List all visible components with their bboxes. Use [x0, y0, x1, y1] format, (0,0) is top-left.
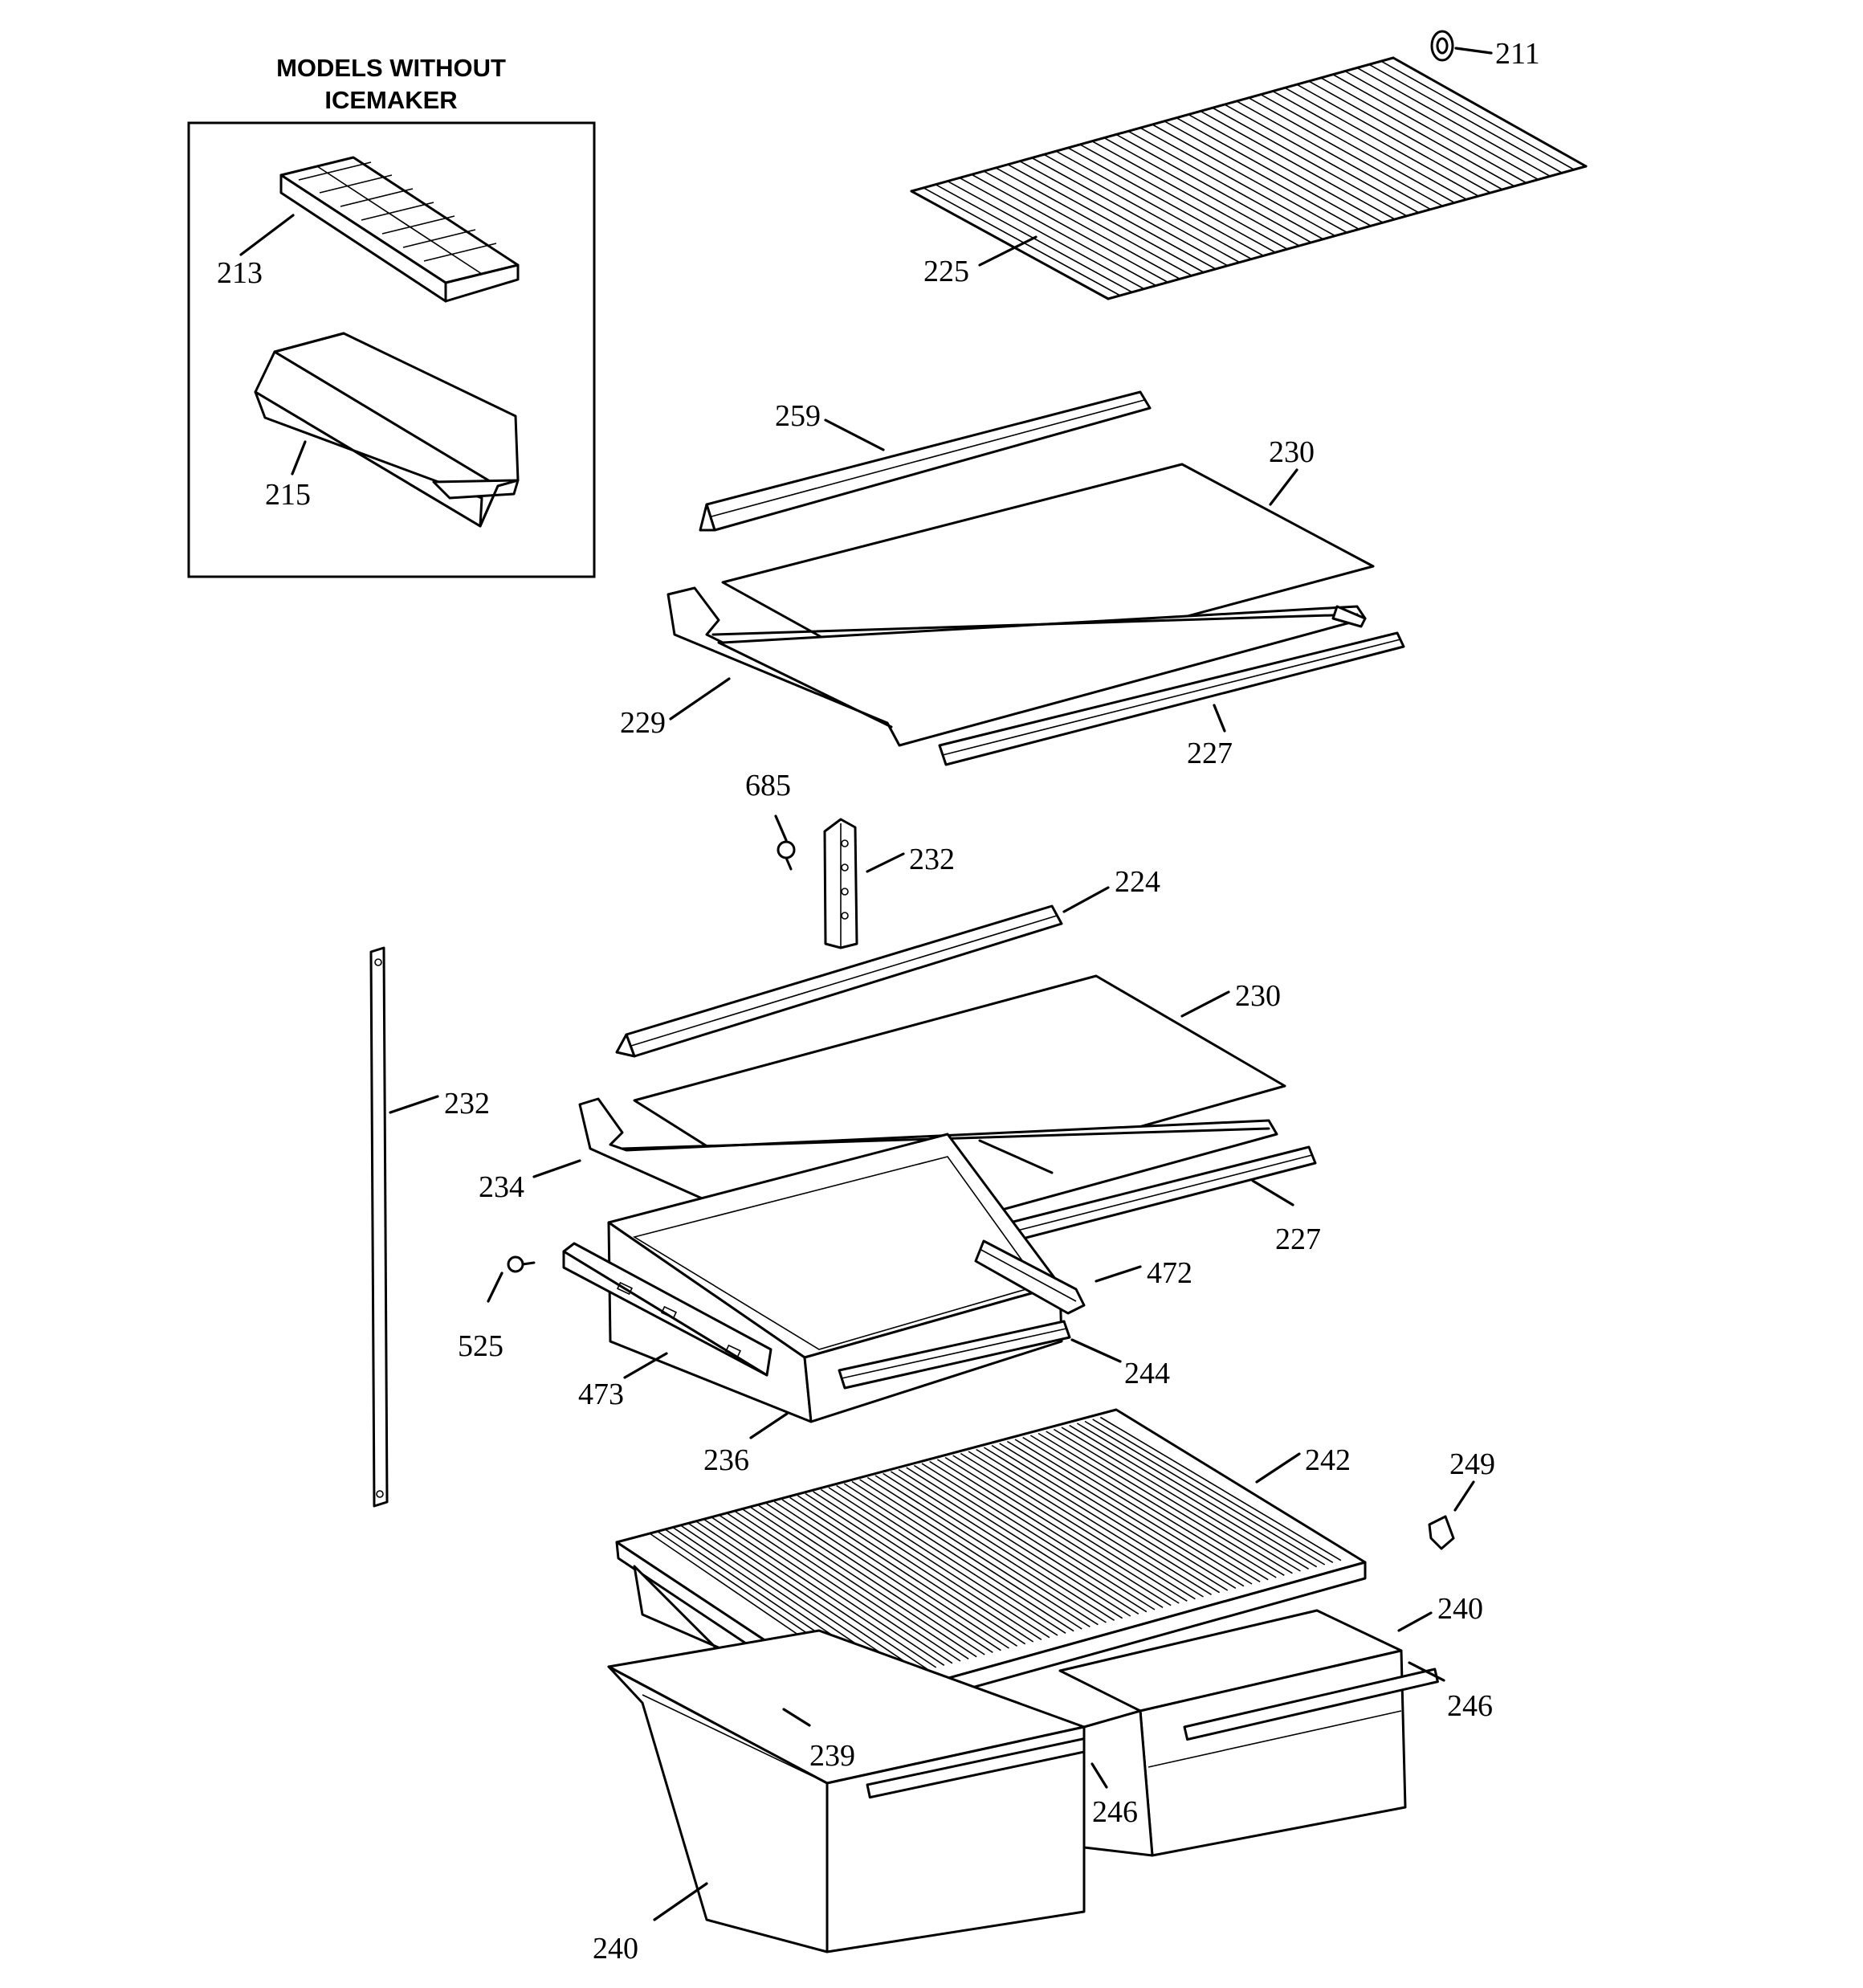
shelf-trim-224 [615, 904, 1063, 1058]
inset-title-line2: ICEMAKER [324, 86, 457, 114]
clip-249 [1428, 1515, 1455, 1550]
shelf-frame-229 [667, 586, 1367, 747]
callout-525: 525 [458, 1329, 503, 1363]
callout-224: 224 [1115, 865, 1160, 899]
callout-239: 239 [809, 1739, 855, 1773]
shelf-stop-211 [1430, 30, 1454, 62]
ice-tray-213 [279, 156, 520, 303]
crisper-drawer-240-right [1058, 1609, 1439, 1857]
inset-frame [187, 121, 596, 578]
callout-211: 211 [1495, 37, 1540, 71]
callout-236: 236 [703, 1443, 749, 1477]
wire-shelf-225 [910, 30, 1588, 300]
callout-230b: 230 [1235, 979, 1281, 1013]
slide-rail-473 [562, 1242, 773, 1377]
callout-230a: 230 [1269, 435, 1315, 469]
ice-bin-215 [254, 332, 520, 528]
callout-259: 259 [775, 399, 821, 433]
callout-232b: 232 [444, 1087, 490, 1121]
callout-240a: 240 [1437, 1592, 1483, 1626]
callout-213: 213 [217, 256, 263, 290]
slide-rail-472 [974, 1239, 1086, 1315]
callout-246b: 246 [1092, 1795, 1138, 1829]
callout-215: 215 [265, 478, 311, 512]
callout-244: 244 [1124, 1357, 1170, 1390]
rail-232-long [369, 946, 389, 1508]
callout-249: 249 [1449, 1447, 1495, 1481]
leader-lines [239, 47, 1493, 1921]
shelf-trim-259 [699, 390, 1152, 532]
callout-225: 225 [923, 255, 969, 288]
callout-227a: 227 [1187, 737, 1233, 770]
callout-246a: 246 [1447, 1689, 1493, 1723]
callout-685: 685 [745, 769, 791, 802]
upper-shelf-assembly [667, 390, 1405, 766]
rail-232-short [823, 818, 858, 949]
callout-234: 234 [479, 1170, 524, 1204]
callout-labels: 211 225 213 215 259 230 229 227 685 232 … [217, 37, 1540, 1966]
callout-242: 242 [1305, 1443, 1351, 1477]
screw-525 [507, 1255, 536, 1273]
callout-232a: 232 [909, 843, 955, 876]
pan-trim-244 [838, 1320, 1071, 1390]
shelf-trim-227a [938, 631, 1405, 766]
callout-472: 472 [1147, 1256, 1192, 1290]
callout-240b: 240 [593, 1932, 638, 1966]
cover-ribs [650, 1416, 1342, 1685]
screw-685 [777, 840, 796, 871]
crisper-cover-242 [615, 1408, 1367, 1721]
crisper-drawer-240-left [607, 1629, 1123, 1953]
shelf-wires [923, 60, 1575, 296]
callout-229: 229 [620, 706, 666, 740]
inset-panel: MODELS WITHOUT ICEMAKER [187, 54, 596, 578]
inset-title-line1: MODELS WITHOUT [276, 54, 506, 82]
callout-227b: 227 [1275, 1223, 1321, 1256]
callout-473: 473 [578, 1378, 624, 1411]
